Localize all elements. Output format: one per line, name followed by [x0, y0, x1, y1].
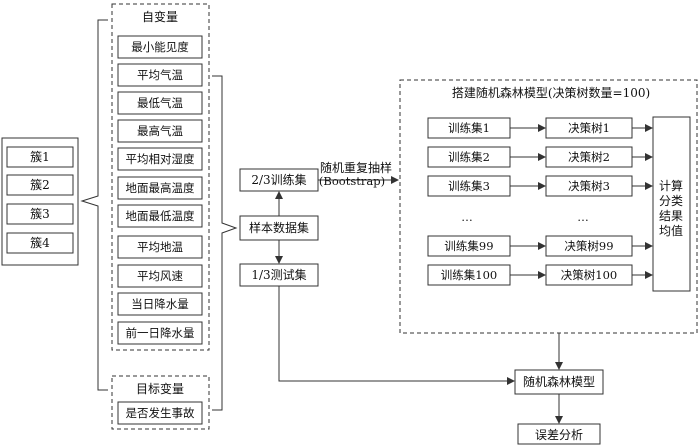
independent-variable-item: 前一日降水量	[117, 321, 203, 345]
cluster-item: 簇3	[6, 203, 74, 225]
cluster-group: 簇1 簇2 簇3 簇4	[1, 137, 79, 266]
independent-variable-label: 地面最低温度	[126, 209, 195, 223]
cluster-item: 簇4	[6, 232, 74, 254]
independent-variable-label: 平均地温	[137, 240, 183, 254]
left-brace	[80, 19, 108, 391]
independent-variable-item: 平均相对湿度	[117, 147, 203, 171]
independent-variable-label: 前一日降水量	[126, 326, 195, 340]
independent-variable-item: 平均地温	[117, 235, 203, 259]
forest-row: 训练集1 决策树1	[427, 117, 653, 139]
random-forest-title: 搭建随机森林模型(决策树数量=100)	[452, 85, 650, 100]
forest-row: ……	[461, 210, 589, 224]
training-set-label: …	[461, 210, 473, 224]
target-variable-box	[117, 401, 203, 425]
independent-variable-item: 地面最高温度	[117, 176, 203, 200]
cluster-label: 簇2	[30, 177, 50, 192]
target-variable-title: 目标变量	[136, 381, 184, 396]
error-analysis-node: 误差分析	[517, 423, 601, 445]
decision-tree-label: …	[577, 210, 589, 224]
training-set-label: 训练集2	[448, 150, 490, 164]
independent-variables-title: 自变量	[142, 9, 178, 24]
independent-variables-frame	[111, 3, 210, 351]
training-set-label: 训练集1	[448, 121, 490, 135]
forest-row: 训练集99 决策树99	[427, 235, 653, 257]
independent-variable-label: 地面最高温度	[126, 181, 195, 195]
cluster-label: 簇4	[30, 235, 50, 250]
random-forest-group: 搭建随机森林模型(决策树数量=100) 训练集1 决策树1 训练集2 决策树2 训练集3…	[399, 79, 698, 334]
independent-variable-label: 最高气温	[137, 124, 183, 138]
aggregate-box	[652, 116, 691, 292]
independent-variable-item: 当日降水量	[117, 292, 203, 316]
cluster-item: 簇1	[6, 146, 74, 168]
sample-dataset-label: 样本数据集	[249, 220, 309, 235]
independent-variable-item: 平均风速	[117, 264, 203, 288]
independent-variable-item: 最低气温	[117, 91, 203, 115]
aggregate-label: 均值	[659, 223, 683, 238]
decision-tree-label: 决策树1	[568, 121, 610, 135]
training-set-label: 训练集3	[448, 179, 490, 193]
cluster-label: 簇3	[30, 206, 50, 221]
decision-tree-label: 决策树100	[561, 268, 617, 282]
training-set-label: 训练集99	[444, 239, 493, 253]
forest-row: 训练集2 决策树2	[427, 146, 653, 168]
cluster-label: 簇1	[30, 149, 50, 164]
target-variable-group: 目标变量 是否发生事故	[111, 375, 210, 430]
independent-variable-label: 平均风速	[137, 269, 183, 283]
target-variable-frame	[111, 375, 210, 430]
independent-variable-label: 最小能见度	[131, 40, 189, 54]
cluster-item: 簇2	[6, 174, 74, 196]
test-split-label: 1/3测试集	[251, 267, 306, 282]
independent-variable-item: 平均气温	[117, 63, 203, 87]
independent-variables-group: 自变量 最小能见度平均气温最低气温最高气温平均相对湿度地面最高温度地面最低温度平…	[111, 3, 210, 351]
independent-variable-label: 平均气温	[137, 68, 183, 82]
independent-variable-item: 地面最低温度	[117, 204, 203, 228]
independent-variable-item: 最小能见度	[117, 35, 203, 59]
right-brace	[212, 75, 238, 411]
bootstrap-label: 随机重复抽样	[320, 160, 392, 175]
aggregate-label: 结果	[659, 209, 683, 223]
aggregate-label: 计算	[659, 178, 683, 193]
decision-tree-label: 决策树99	[564, 239, 613, 253]
decision-tree-label: 决策树2	[568, 150, 610, 164]
train-split-node: 2/3训练集	[239, 168, 319, 192]
target-variable-label: 是否发生事故	[126, 406, 195, 420]
decision-tree-label: 决策树3	[568, 179, 610, 193]
aggregate-label: 分类	[659, 194, 683, 208]
test-to-model-arrow	[278, 286, 515, 385]
independent-variable-item: 最高气温	[117, 119, 203, 143]
training-set-label: 训练集100	[441, 268, 497, 282]
bootstrap-sublabel: (Bootstrap)	[319, 174, 385, 188]
sample-dataset-node: 样本数据集	[239, 215, 319, 241]
forest-row: 训练集100 决策树100	[427, 264, 653, 286]
test-split-node: 1/3测试集	[239, 263, 319, 287]
independent-variable-label: 当日降水量	[131, 297, 189, 311]
forest-row: 训练集3 决策树3	[427, 175, 653, 197]
independent-variable-label: 平均相对湿度	[126, 152, 195, 166]
random-forest-frame	[399, 79, 698, 334]
rf-model-node: 随机森林模型	[514, 369, 604, 395]
rf-model-label: 随机森林模型	[523, 374, 595, 389]
independent-variable-label: 最低气温	[137, 96, 183, 110]
error-analysis-label: 误差分析	[535, 428, 583, 442]
train-split-label: 2/3训练集	[251, 172, 306, 187]
